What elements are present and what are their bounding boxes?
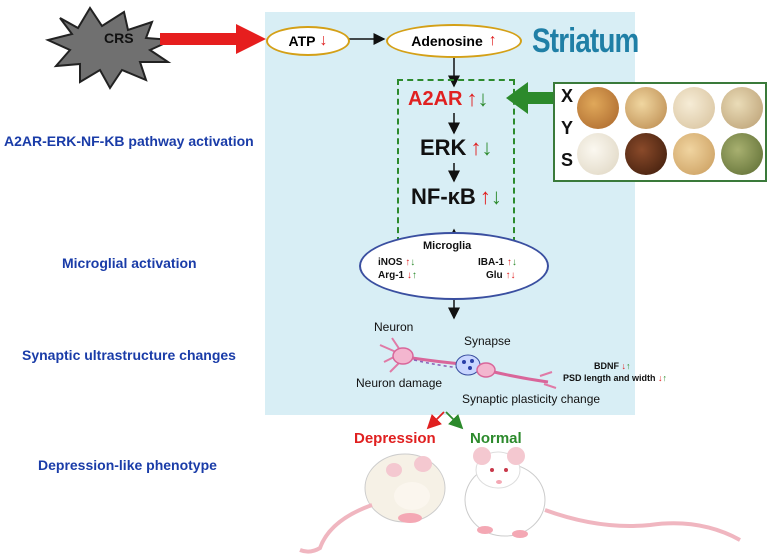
neuron-damage-label: Neuron damage — [356, 376, 443, 390]
erk-label: ERK — [420, 135, 467, 160]
microglia-title: Microglia — [423, 240, 472, 252]
herb-image-6 — [625, 133, 667, 175]
neuron-label: Neuron — [374, 320, 414, 334]
striatum-title: Striatum — [532, 22, 639, 60]
xys-letter-y: Y — [561, 118, 574, 138]
nfkb-row: NF-κB ↑ ↓ — [411, 184, 502, 210]
adenosine-oval: Adenosine ↑ — [386, 24, 522, 58]
xys-letter-s: S — [561, 150, 574, 170]
microglia-ellipse — [359, 232, 549, 300]
label-depression-phenotype: Depression-like phenotype — [38, 457, 217, 473]
inos-row: iNOS ↑↓ — [378, 257, 415, 268]
adenosine-label: Adenosine — [411, 33, 483, 49]
psd-label: PSD length and width — [563, 373, 656, 383]
arg1-row: Arg-1 ↓↑ — [378, 270, 417, 281]
iba1-down-arrow: ↓ — [511, 257, 517, 268]
herb-image-5 — [577, 133, 619, 175]
label-pathway-activation: A2AR-ERK-NF-KB pathway activation — [4, 133, 254, 149]
herb-image-2 — [625, 87, 667, 129]
herb-image-7 — [673, 133, 715, 175]
arg1-label: Arg-1 — [378, 270, 405, 281]
glu-label: Glu — [486, 270, 503, 281]
bdnf-down-arrow: ↓ — [621, 361, 627, 371]
a2ar-down-arrow: ↓ — [477, 86, 489, 111]
label-microglial-activation: Microglial activation — [62, 255, 197, 271]
a2ar-up-arrow: ↑ — [466, 86, 478, 111]
inos-up-arrow: ↑ — [405, 257, 411, 268]
synapse-label: Synapse — [464, 334, 511, 348]
iba1-up-arrow: ↑ — [506, 257, 512, 268]
nfkb-up-arrow: ↑ — [479, 184, 491, 209]
normal-label: Normal — [470, 430, 522, 447]
crs-red-arrow — [160, 24, 266, 54]
crs-starburst — [44, 6, 173, 90]
atp-down-arrow: ↓ — [319, 32, 328, 49]
depressed-rat-illustration — [299, 453, 446, 554]
glu-down-arrow: ↓ — [510, 270, 516, 281]
herb-image-8 — [721, 133, 763, 175]
a2ar-label: A2AR — [408, 87, 463, 110]
neuron-illustration — [379, 337, 557, 389]
herb-green-arrow — [506, 82, 556, 114]
synaptic-plasticity-label: Synaptic plasticity change — [462, 392, 601, 406]
label-synaptic-changes: Synaptic ultrastructure changes — [22, 347, 236, 363]
bdnf-row: BDNF ↓↑ — [594, 361, 631, 371]
adenosine-up-arrow: ↑ — [488, 32, 497, 49]
erk-up-arrow: ↑ — [470, 135, 482, 160]
arg1-up-arrow: ↑ — [411, 270, 417, 281]
glu-row: Glu ↑↓ — [486, 270, 515, 281]
herb-image-3 — [673, 87, 715, 129]
herb-image-4 — [721, 87, 763, 129]
psd-down-arrow: ↓ — [658, 373, 663, 383]
glu-up-arrow: ↑ — [505, 270, 511, 281]
iba1-label: IBA-1 — [478, 257, 505, 268]
iba1-row: IBA-1 ↑↓ — [478, 257, 517, 268]
psd-row: PSD length and width ↓↑ — [563, 373, 667, 383]
arg1-down-arrow: ↓ — [406, 270, 412, 281]
inos-label: iNOS — [378, 257, 403, 268]
crs-label: CRS — [104, 30, 134, 46]
normal-rat-illustration — [464, 447, 741, 542]
atp-label: ATP — [288, 33, 316, 49]
atp-oval: ATP ↓ — [266, 26, 350, 56]
xys-herb-panel: X Y S — [553, 82, 767, 182]
bdnf-up-arrow: ↑ — [626, 361, 631, 371]
depression-label: Depression — [354, 430, 436, 447]
xys-letter-x: X — [561, 86, 574, 106]
nfkb-down-arrow: ↓ — [490, 184, 502, 209]
bdnf-label: BDNF — [594, 361, 619, 371]
a2ar-row: A2AR ↑ ↓ — [408, 86, 488, 112]
erk-row: ERK ↑ ↓ — [420, 135, 492, 161]
nfkb-label: NF-κB — [411, 184, 476, 209]
inos-down-arrow: ↓ — [410, 257, 416, 268]
erk-down-arrow: ↓ — [481, 135, 493, 160]
psd-up-arrow: ↑ — [662, 373, 668, 383]
herb-image-1 — [577, 87, 619, 129]
